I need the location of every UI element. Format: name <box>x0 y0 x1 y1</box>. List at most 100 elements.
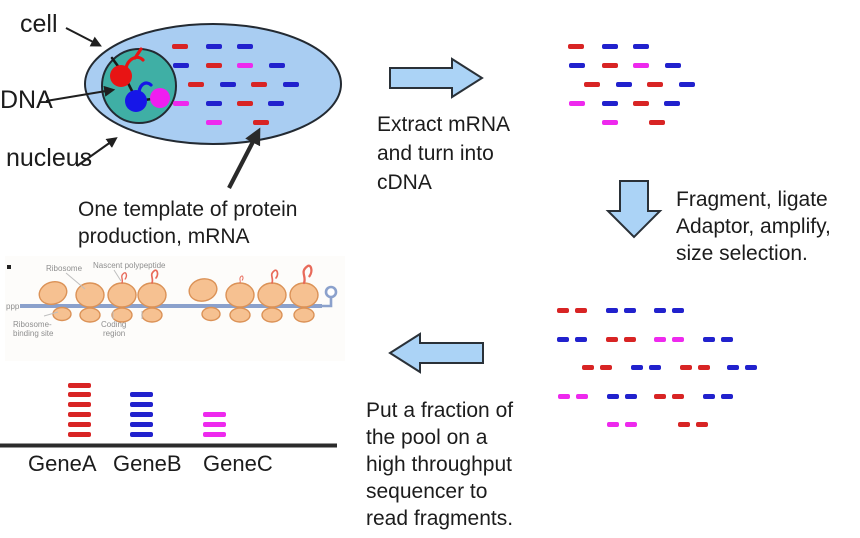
mrna-fragment-dash <box>173 63 189 68</box>
mrna-fragment-dash <box>188 82 204 87</box>
mrna-fragment-dash <box>237 63 253 68</box>
sequence-step-arrow-icon <box>388 332 484 374</box>
ribosome-small-subunit <box>141 307 163 323</box>
mrna-fragment-dash <box>206 44 222 49</box>
gene-c-label: GeneC <box>203 451 273 476</box>
mrna-fragment-dash <box>654 308 666 313</box>
mrna-fragment-dash <box>606 308 618 313</box>
ribosome-label-connector <box>65 272 86 290</box>
gene-read-dash <box>130 412 153 418</box>
caption-line: size selection. <box>676 242 808 265</box>
ribosome-large-subunit <box>257 282 287 308</box>
nucleus-label: nucleus <box>6 144 93 172</box>
mrna-template-pointer-arrow <box>227 127 261 189</box>
free-large-subunit <box>188 278 218 302</box>
mrna-fragment-dash <box>672 393 684 399</box>
mrna-fragment-dash <box>600 365 612 370</box>
mrna-fragment-dash <box>633 44 649 49</box>
mrna-fragment-dash <box>237 44 253 49</box>
nascent-polypeptide-squiggle <box>239 275 244 284</box>
mrna-fragment-dash <box>584 82 600 87</box>
mrna-fragment-dash <box>602 120 618 125</box>
nucleus-pointer-arrow <box>76 137 118 167</box>
mrna-fragment-dash <box>206 120 222 125</box>
caption-line: sequencer to <box>366 480 488 503</box>
mrna-fragment-dash <box>696 422 708 427</box>
mrna-fragment-dash <box>654 336 666 342</box>
fragment-step-caption: Fragment, ligate Adaptor, amplify, size … <box>676 186 831 267</box>
ribosome-label: Ribosome <box>46 264 83 273</box>
mrna-fragment-dash <box>672 308 684 313</box>
mrna-fragment-dash <box>602 44 618 49</box>
fragment-step-arrow-icon <box>605 180 663 239</box>
mrna-fragment-dash <box>557 336 569 342</box>
mrna-fragment-dash <box>253 120 269 125</box>
caption-line: Extract mRNA <box>377 113 511 136</box>
mrna-fragment-dash <box>575 336 587 342</box>
gene-read-dash <box>203 412 226 418</box>
mrna-fragment-dash <box>575 308 587 313</box>
mrna-fragment-dash <box>633 101 649 106</box>
mrna-fragment-dash <box>678 422 690 427</box>
nascent-polypeptide-squiggle <box>270 269 279 284</box>
mrna-fragment-dash <box>569 63 585 68</box>
ribosome-small-subunit <box>111 307 133 323</box>
ribosome-small-subunit <box>261 307 283 323</box>
mrna-fragment-dash <box>680 365 692 370</box>
caption-line: Adaptor, amplify, <box>676 215 831 238</box>
mrna-fragment-dash <box>624 336 636 342</box>
mrna-template-caption: One template of protein production, mRNA <box>78 196 297 250</box>
chromatin-strand <box>110 56 161 103</box>
mrna-fragment-dash <box>647 82 663 87</box>
mrna-fragment-dash <box>721 393 733 399</box>
cell-pointer-arrow <box>65 27 102 47</box>
caption-line: read fragments. <box>366 507 514 530</box>
ribosome-figure: Ribosome Nascent polypeptide Ribosome- b… <box>5 256 345 361</box>
ribosome-small-subunit <box>293 307 315 323</box>
caption-line: One template of protein <box>78 198 298 221</box>
gene-read-dash <box>203 432 226 437</box>
mrna-fragment-dash <box>664 101 680 106</box>
binding-site-label-line2: binding site <box>13 329 54 338</box>
mrna-fragment-dash <box>237 101 253 106</box>
ribosome-small-subunit <box>229 307 251 323</box>
mrna-fragment-dash <box>558 393 570 399</box>
mrna-fragment-dash <box>568 44 584 49</box>
mrna-fragment-dash <box>672 336 684 342</box>
mrna-fragment-dash <box>633 63 649 68</box>
gene-a-label: GeneA <box>28 451 97 476</box>
ribosome-large-subunit <box>75 282 105 308</box>
caption-line: production, mRNA <box>78 225 250 248</box>
gene-read-dash <box>130 432 153 437</box>
mrna-fragment-dash <box>602 63 618 68</box>
caption-line: high throughput <box>366 453 512 476</box>
mrna-fragment-dash <box>727 365 739 370</box>
dna-squiggle-red <box>124 47 145 70</box>
dna-blob-blue <box>125 90 147 112</box>
mrna-fragment-dash <box>172 44 188 49</box>
mrna-fragment-dash <box>679 82 695 87</box>
extract-step-caption: Extract mRNA and turn into cDNA <box>377 110 510 197</box>
free-large-subunit <box>38 280 68 306</box>
mrna-fragment-dash <box>602 101 618 106</box>
dna-squiggle-blue <box>137 81 153 94</box>
mrna-fragment-dash <box>665 63 681 68</box>
ribosome-large-subunit <box>289 282 319 308</box>
mrna-fragment-dash <box>582 365 594 370</box>
nascent-polypeptide-squiggle <box>302 264 313 285</box>
gene-b-label: GeneB <box>113 451 182 476</box>
mrna-fragment-dash <box>576 393 588 399</box>
mrna-fragment-dash <box>654 393 666 399</box>
mrna-fragment-dash <box>251 82 267 87</box>
panel-bullet <box>7 265 11 269</box>
hairpin-stem <box>322 298 333 308</box>
mrna-fragment-dash <box>607 422 619 427</box>
gene-read-dash <box>68 422 91 428</box>
mrna-fragment-dash <box>649 120 665 125</box>
gene-read-dash <box>68 412 91 418</box>
mrna-fragment-dash <box>625 422 637 427</box>
coding-region-label-line2: region <box>103 329 125 338</box>
caption-line: the pool on a <box>366 426 488 449</box>
mrna-fragment-dash <box>206 101 222 106</box>
